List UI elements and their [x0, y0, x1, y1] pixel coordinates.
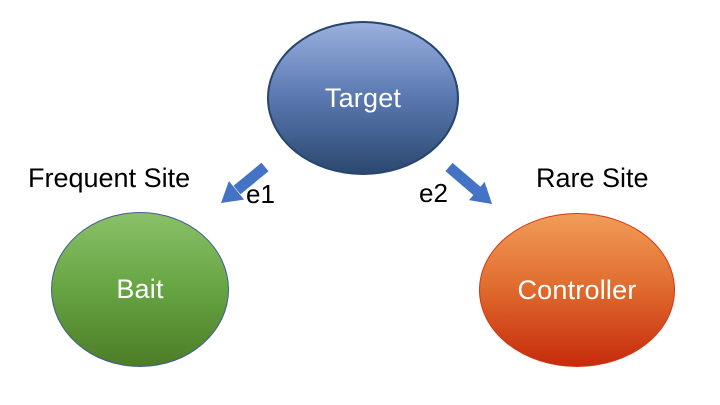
edge-e1-label: e1	[246, 179, 275, 209]
node-target: Target	[267, 21, 459, 175]
site-label-frequent: Frequent Site	[28, 163, 191, 193]
edge-e2-label: e2	[419, 178, 448, 208]
node-bait: Bait	[51, 212, 229, 367]
node-bait-label: Bait	[116, 274, 164, 304]
node-target-label: Target	[324, 82, 402, 113]
edge-e2-arrow-icon	[445, 162, 492, 204]
node-controller-label: Controller	[517, 274, 637, 305]
site-label-rare: Rare Site	[536, 163, 649, 193]
node-controller: Controller	[479, 213, 675, 367]
